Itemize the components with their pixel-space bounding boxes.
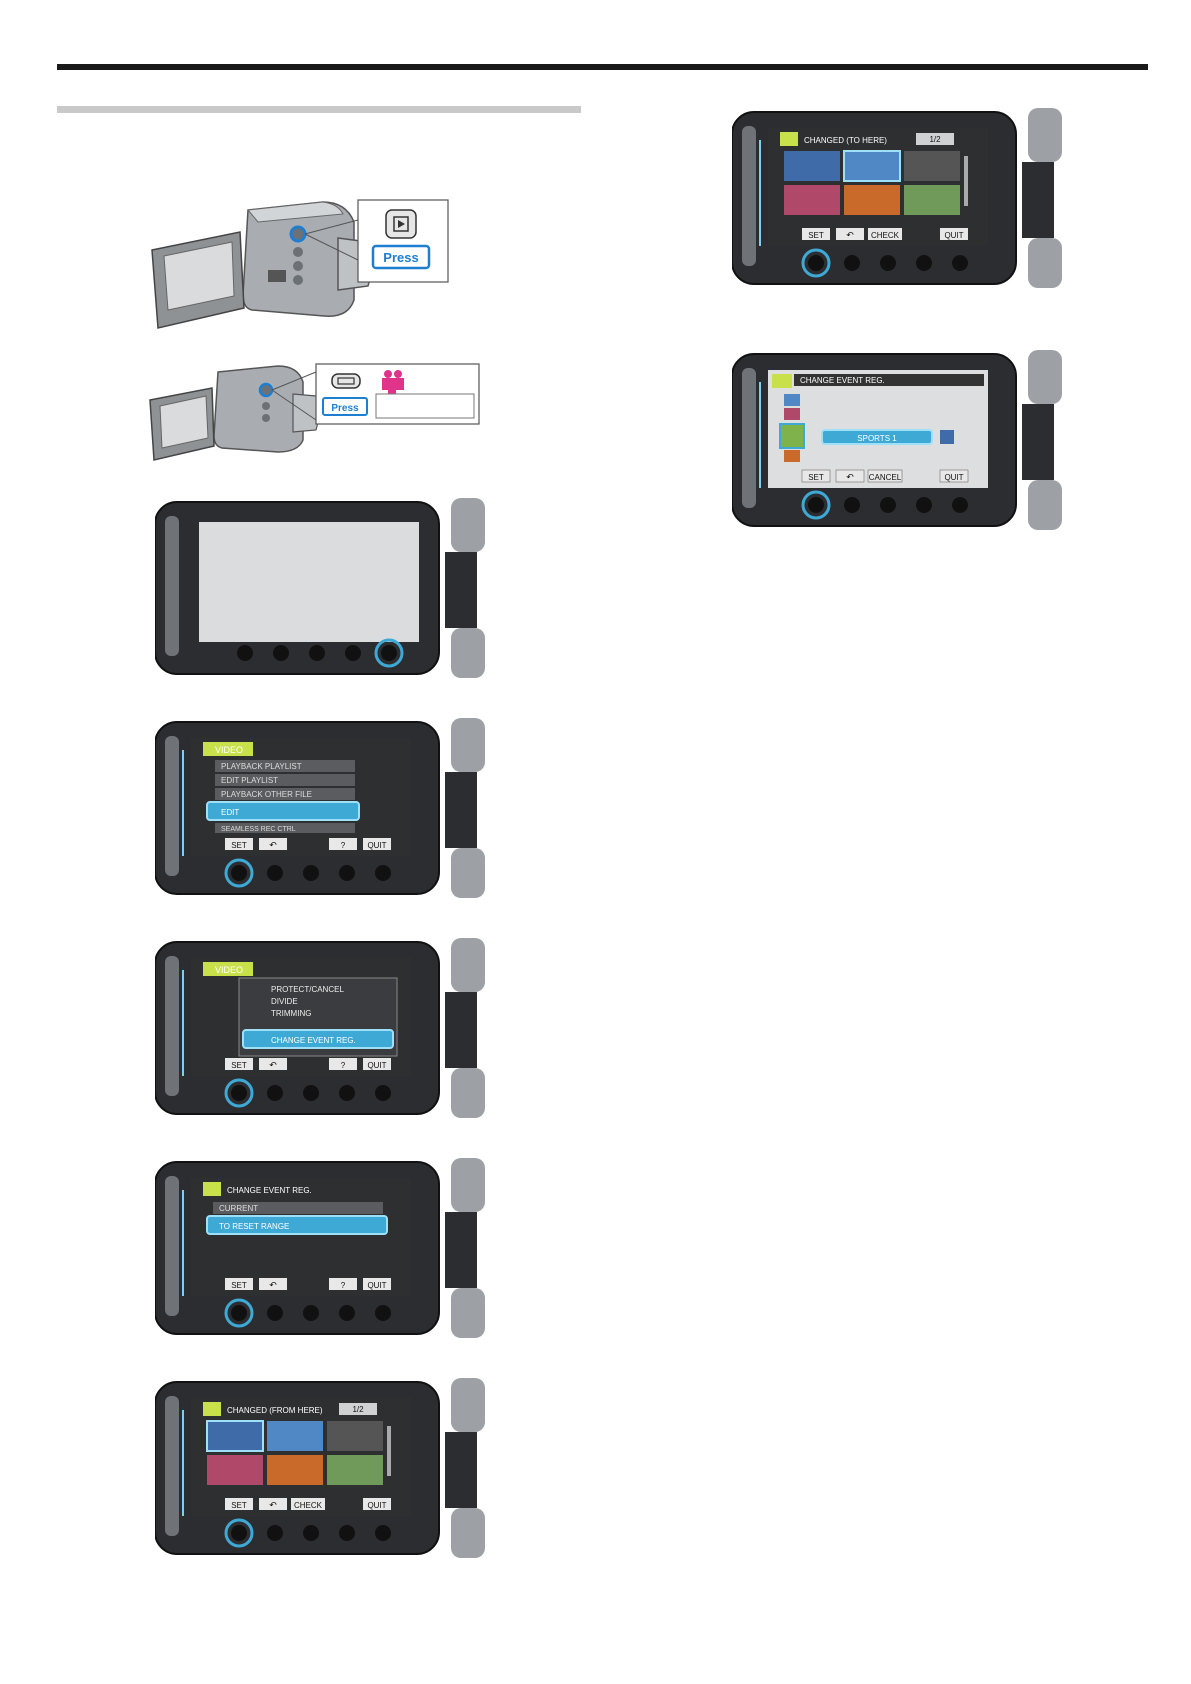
svg-text:CHANGED (TO HERE): CHANGED (TO HERE) (804, 136, 887, 145)
svg-text:VIDEO: VIDEO (215, 745, 243, 755)
svg-text:↶: ↶ (846, 472, 854, 482)
svg-text:1/2: 1/2 (352, 1405, 364, 1414)
svg-text:DIVIDE: DIVIDE (271, 997, 298, 1006)
lcd-edit-submenu: VIDEO PROTECT/CANCEL DIVIDE TRIMMING CHA… (155, 938, 485, 1118)
svg-text:↶: ↶ (269, 1060, 277, 1070)
svg-text:?: ? (341, 1061, 346, 1070)
svg-text:SEAMLESS REC CTRL: SEAMLESS REC CTRL (221, 826, 296, 833)
svg-text:CURRENT: CURRENT (219, 1204, 258, 1213)
lcd-changed-to-here: CHANGED (TO HERE) 1/2 SET ↶ CHECK QUIT (732, 108, 1062, 288)
lcd-changed-from-here: CHANGED (FROM HERE) 1/2 SET ↶ CHECK QUIT (155, 1378, 485, 1558)
svg-text:PLAYBACK OTHER FILE: PLAYBACK OTHER FILE (221, 790, 312, 799)
svg-text:SET: SET (231, 841, 247, 850)
svg-text:SET: SET (231, 1281, 247, 1290)
svg-text:TO RESET RANGE: TO RESET RANGE (219, 1222, 289, 1231)
svg-text:CHANGE EVENT REG.: CHANGE EVENT REG. (227, 1186, 312, 1195)
svg-text:TRIMMING: TRIMMING (271, 1009, 311, 1018)
svg-text:VIDEO: VIDEO (215, 965, 243, 975)
svg-text:SET: SET (808, 473, 824, 482)
press-label-1: Press (383, 250, 418, 265)
press-label-2: Press (331, 403, 359, 414)
svg-text:CHECK: CHECK (294, 1501, 323, 1510)
svg-text:CHECK: CHECK (871, 231, 900, 240)
svg-text:?: ? (341, 1281, 346, 1290)
svg-text:1/2: 1/2 (929, 135, 941, 144)
lcd-video-menu: VIDEO PLAYBACK PLAYLIST EDIT PLAYLIST PL… (155, 718, 485, 898)
svg-text:↶: ↶ (269, 1280, 277, 1290)
svg-text:CHANGED (FROM HERE): CHANGED (FROM HERE) (227, 1406, 323, 1415)
svg-text:?: ? (341, 841, 346, 850)
svg-text:PROTECT/CANCEL: PROTECT/CANCEL (271, 985, 344, 994)
camcorder-playback-press-illustration: Press (151, 199, 449, 329)
header-rule (57, 64, 1148, 70)
svg-text:QUIT: QUIT (367, 1501, 386, 1510)
section-heading-bar (57, 106, 581, 113)
svg-text:SET: SET (808, 231, 824, 240)
svg-text:QUIT: QUIT (367, 1281, 386, 1290)
svg-text:CHANGE EVENT REG.: CHANGE EVENT REG. (800, 376, 885, 385)
camcorder-mode-press-illustration: Press (149, 363, 480, 461)
lcd-event-select: CHANGE EVENT REG. SPORTS 1 SET ↶ CANCEL … (732, 350, 1062, 530)
svg-text:QUIT: QUIT (944, 231, 963, 240)
lcd-change-event-range: CHANGE EVENT REG. CURRENT TO RESET RANGE… (155, 1158, 485, 1338)
svg-text:↶: ↶ (269, 840, 277, 850)
svg-text:QUIT: QUIT (367, 1061, 386, 1070)
lcd-blank-menu-press (155, 498, 485, 678)
svg-text:CANCEL: CANCEL (869, 473, 902, 482)
svg-text:SET: SET (231, 1061, 247, 1070)
svg-text:SPORTS 1: SPORTS 1 (857, 434, 897, 443)
svg-text:↶: ↶ (269, 1500, 277, 1510)
svg-text:SET: SET (231, 1501, 247, 1510)
bottom-buttons (237, 638, 404, 668)
svg-text:QUIT: QUIT (367, 841, 386, 850)
svg-text:EDIT: EDIT (221, 808, 239, 817)
svg-text:↶: ↶ (846, 230, 854, 240)
svg-text:PLAYBACK PLAYLIST: PLAYBACK PLAYLIST (221, 762, 302, 771)
svg-text:EDIT PLAYLIST: EDIT PLAYLIST (221, 776, 278, 785)
svg-text:QUIT: QUIT (944, 473, 963, 482)
svg-text:CHANGE EVENT REG.: CHANGE EVENT REG. (271, 1036, 356, 1045)
